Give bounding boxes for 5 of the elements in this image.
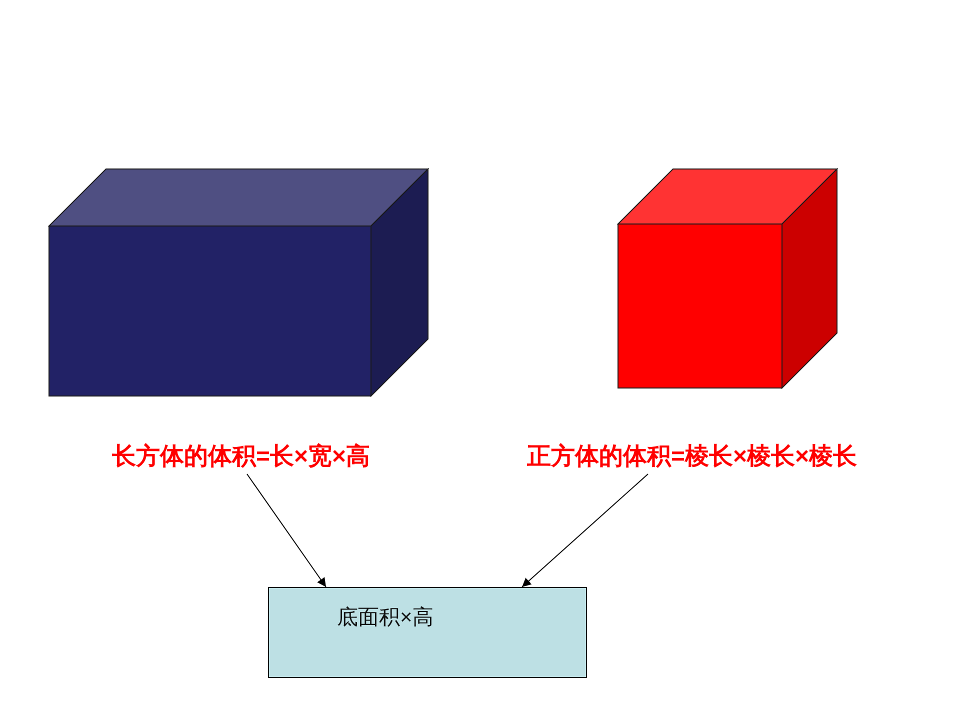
- formula-box: 底面积×高: [268, 587, 587, 678]
- arrow: [522, 474, 648, 588]
- arrow: [246, 474, 326, 588]
- formula-text: 长方体的体积=长×宽×高: [112, 441, 370, 473]
- formula-text: 正方体的体积=棱长×棱长×棱长: [527, 441, 858, 473]
